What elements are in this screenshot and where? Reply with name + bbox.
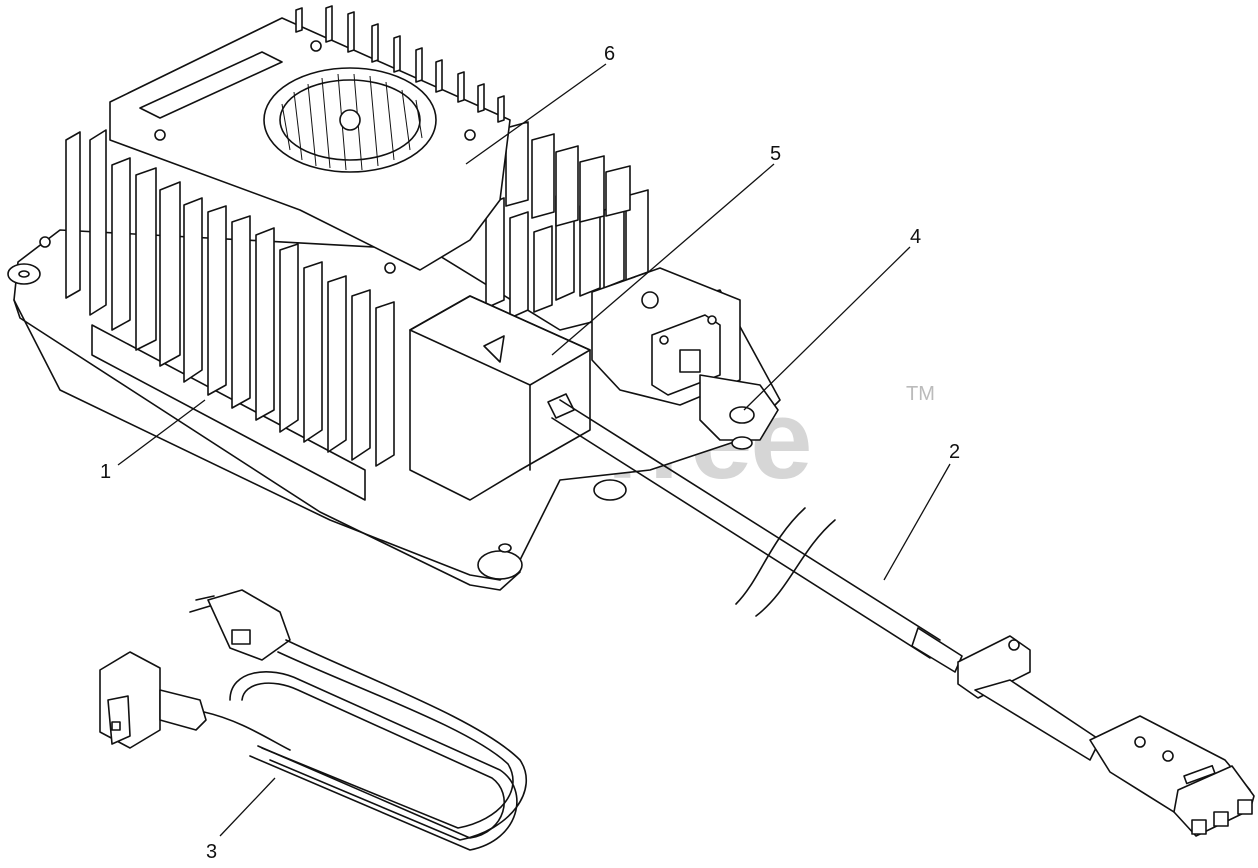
dc-connector-neck bbox=[974, 679, 1101, 761]
ac-plug-prong bbox=[195, 595, 215, 601]
ac-plug-prong bbox=[189, 605, 211, 613]
cable-cover-drawing bbox=[409, 295, 591, 501]
grommet bbox=[729, 406, 755, 424]
fan-logo-icon bbox=[339, 109, 361, 131]
screw-icon bbox=[1008, 639, 1020, 651]
leader-line-3 bbox=[219, 777, 276, 837]
fan-guard-inner bbox=[279, 79, 421, 161]
leader-line-2 bbox=[883, 463, 951, 581]
ac-plug-grip bbox=[231, 629, 251, 645]
rear-fins bbox=[295, 5, 505, 123]
dc-cable-lower bbox=[551, 417, 931, 659]
callout-5: 5 bbox=[770, 143, 781, 165]
dc-cable-sleeve bbox=[911, 627, 963, 673]
iec-connector-detail bbox=[111, 721, 121, 731]
callouts: 1 2 3 4 5 6 bbox=[100, 43, 960, 863]
callout-1: 1 bbox=[100, 461, 111, 483]
callout-6: 6 bbox=[604, 43, 615, 65]
screw-icon bbox=[154, 129, 166, 141]
dc-connector-terminal bbox=[1213, 811, 1229, 827]
leader-line-6 bbox=[465, 63, 607, 165]
charger-foot bbox=[477, 550, 523, 580]
screw-icon bbox=[384, 262, 396, 274]
charger-foot-hole bbox=[18, 270, 30, 278]
ac-cord-wire bbox=[203, 711, 291, 751]
dc-connector-terminal bbox=[1191, 819, 1207, 835]
screw-icon bbox=[1162, 750, 1174, 762]
iec-connector-latch bbox=[107, 695, 131, 745]
charger-foot-hole bbox=[498, 543, 512, 553]
callout-3: 3 bbox=[206, 841, 217, 863]
leader-line-4 bbox=[743, 246, 911, 411]
strain-relief bbox=[547, 393, 575, 419]
cable-break-mark bbox=[735, 507, 806, 605]
dc-connector-slot bbox=[1183, 764, 1216, 785]
ac-plug-body bbox=[207, 589, 291, 661]
screw-icon bbox=[707, 315, 717, 325]
watermark-trademark: TM bbox=[906, 383, 935, 405]
ac-inlet-drawing bbox=[591, 267, 741, 406]
brand-logo-icon bbox=[641, 291, 659, 309]
charger-top-slot bbox=[139, 51, 283, 119]
screw-icon bbox=[659, 335, 669, 345]
ac-cord-drawing bbox=[99, 589, 527, 851]
callout-2: 2 bbox=[949, 441, 960, 463]
screw-icon bbox=[39, 236, 51, 248]
dc-connector-clamp bbox=[957, 635, 1031, 699]
screw-icon bbox=[464, 129, 476, 141]
charger-drawing bbox=[7, 5, 781, 591]
charger-skirt bbox=[13, 299, 521, 591]
screw-icon bbox=[310, 40, 322, 52]
warning-triangle-icon bbox=[483, 335, 505, 363]
dc-cable-drawing bbox=[551, 399, 1255, 837]
ac-cord-wire bbox=[261, 651, 514, 829]
callout-4: 4 bbox=[910, 226, 921, 248]
dc-connector-terminal bbox=[1237, 799, 1253, 815]
iec-connector-strain-relief bbox=[159, 689, 207, 731]
ac-cord-wire bbox=[269, 639, 527, 841]
leader-line-1 bbox=[117, 399, 206, 466]
ac-inlet-pin bbox=[679, 349, 701, 373]
dc-cable-upper bbox=[559, 399, 941, 641]
grommet-drawing bbox=[699, 374, 779, 450]
grommet-bottom bbox=[731, 436, 753, 450]
charger-foot bbox=[593, 479, 627, 501]
screw-icon bbox=[1134, 736, 1146, 748]
cable-cover-top bbox=[409, 295, 591, 386]
heat-sink-fins bbox=[65, 121, 649, 467]
cable-break-mark bbox=[755, 519, 836, 617]
ac-cord-loop bbox=[241, 682, 505, 839]
charger-label-plate bbox=[91, 324, 366, 501]
leader-line-5 bbox=[551, 163, 775, 356]
ac-cord-loop bbox=[229, 671, 518, 851]
